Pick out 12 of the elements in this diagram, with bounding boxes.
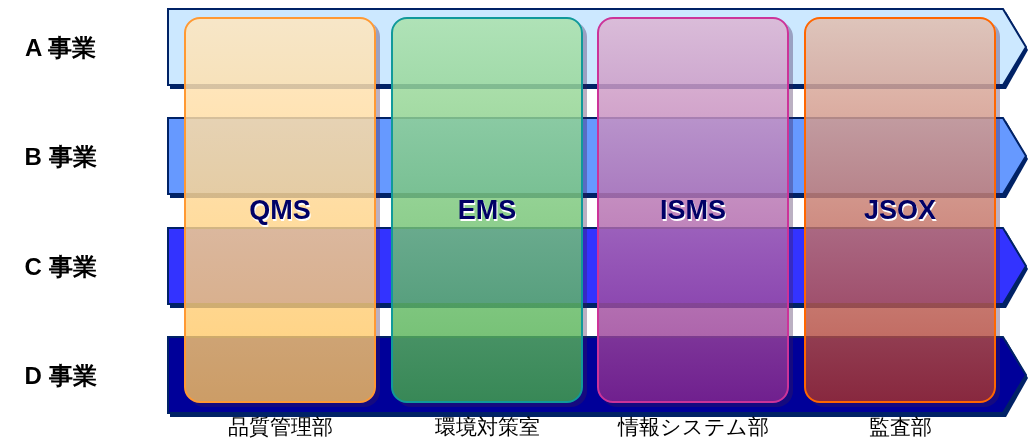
column-heading: JSOX xyxy=(862,195,937,226)
row-label: C 事業 xyxy=(23,252,98,282)
department-label: 品質管理部 xyxy=(226,414,334,441)
column-heading: EMS xyxy=(456,195,518,226)
department-label: 環境対策室 xyxy=(433,414,541,441)
column-heading: QMS xyxy=(248,195,312,226)
department-label: 情報システム部 xyxy=(616,414,770,441)
row-label: D 事業 xyxy=(23,361,98,391)
department-label: 監査部 xyxy=(867,414,933,441)
column-heading: ISMS xyxy=(659,195,727,226)
row-label: A 事業 xyxy=(23,33,98,63)
row-label: B 事業 xyxy=(23,142,98,172)
